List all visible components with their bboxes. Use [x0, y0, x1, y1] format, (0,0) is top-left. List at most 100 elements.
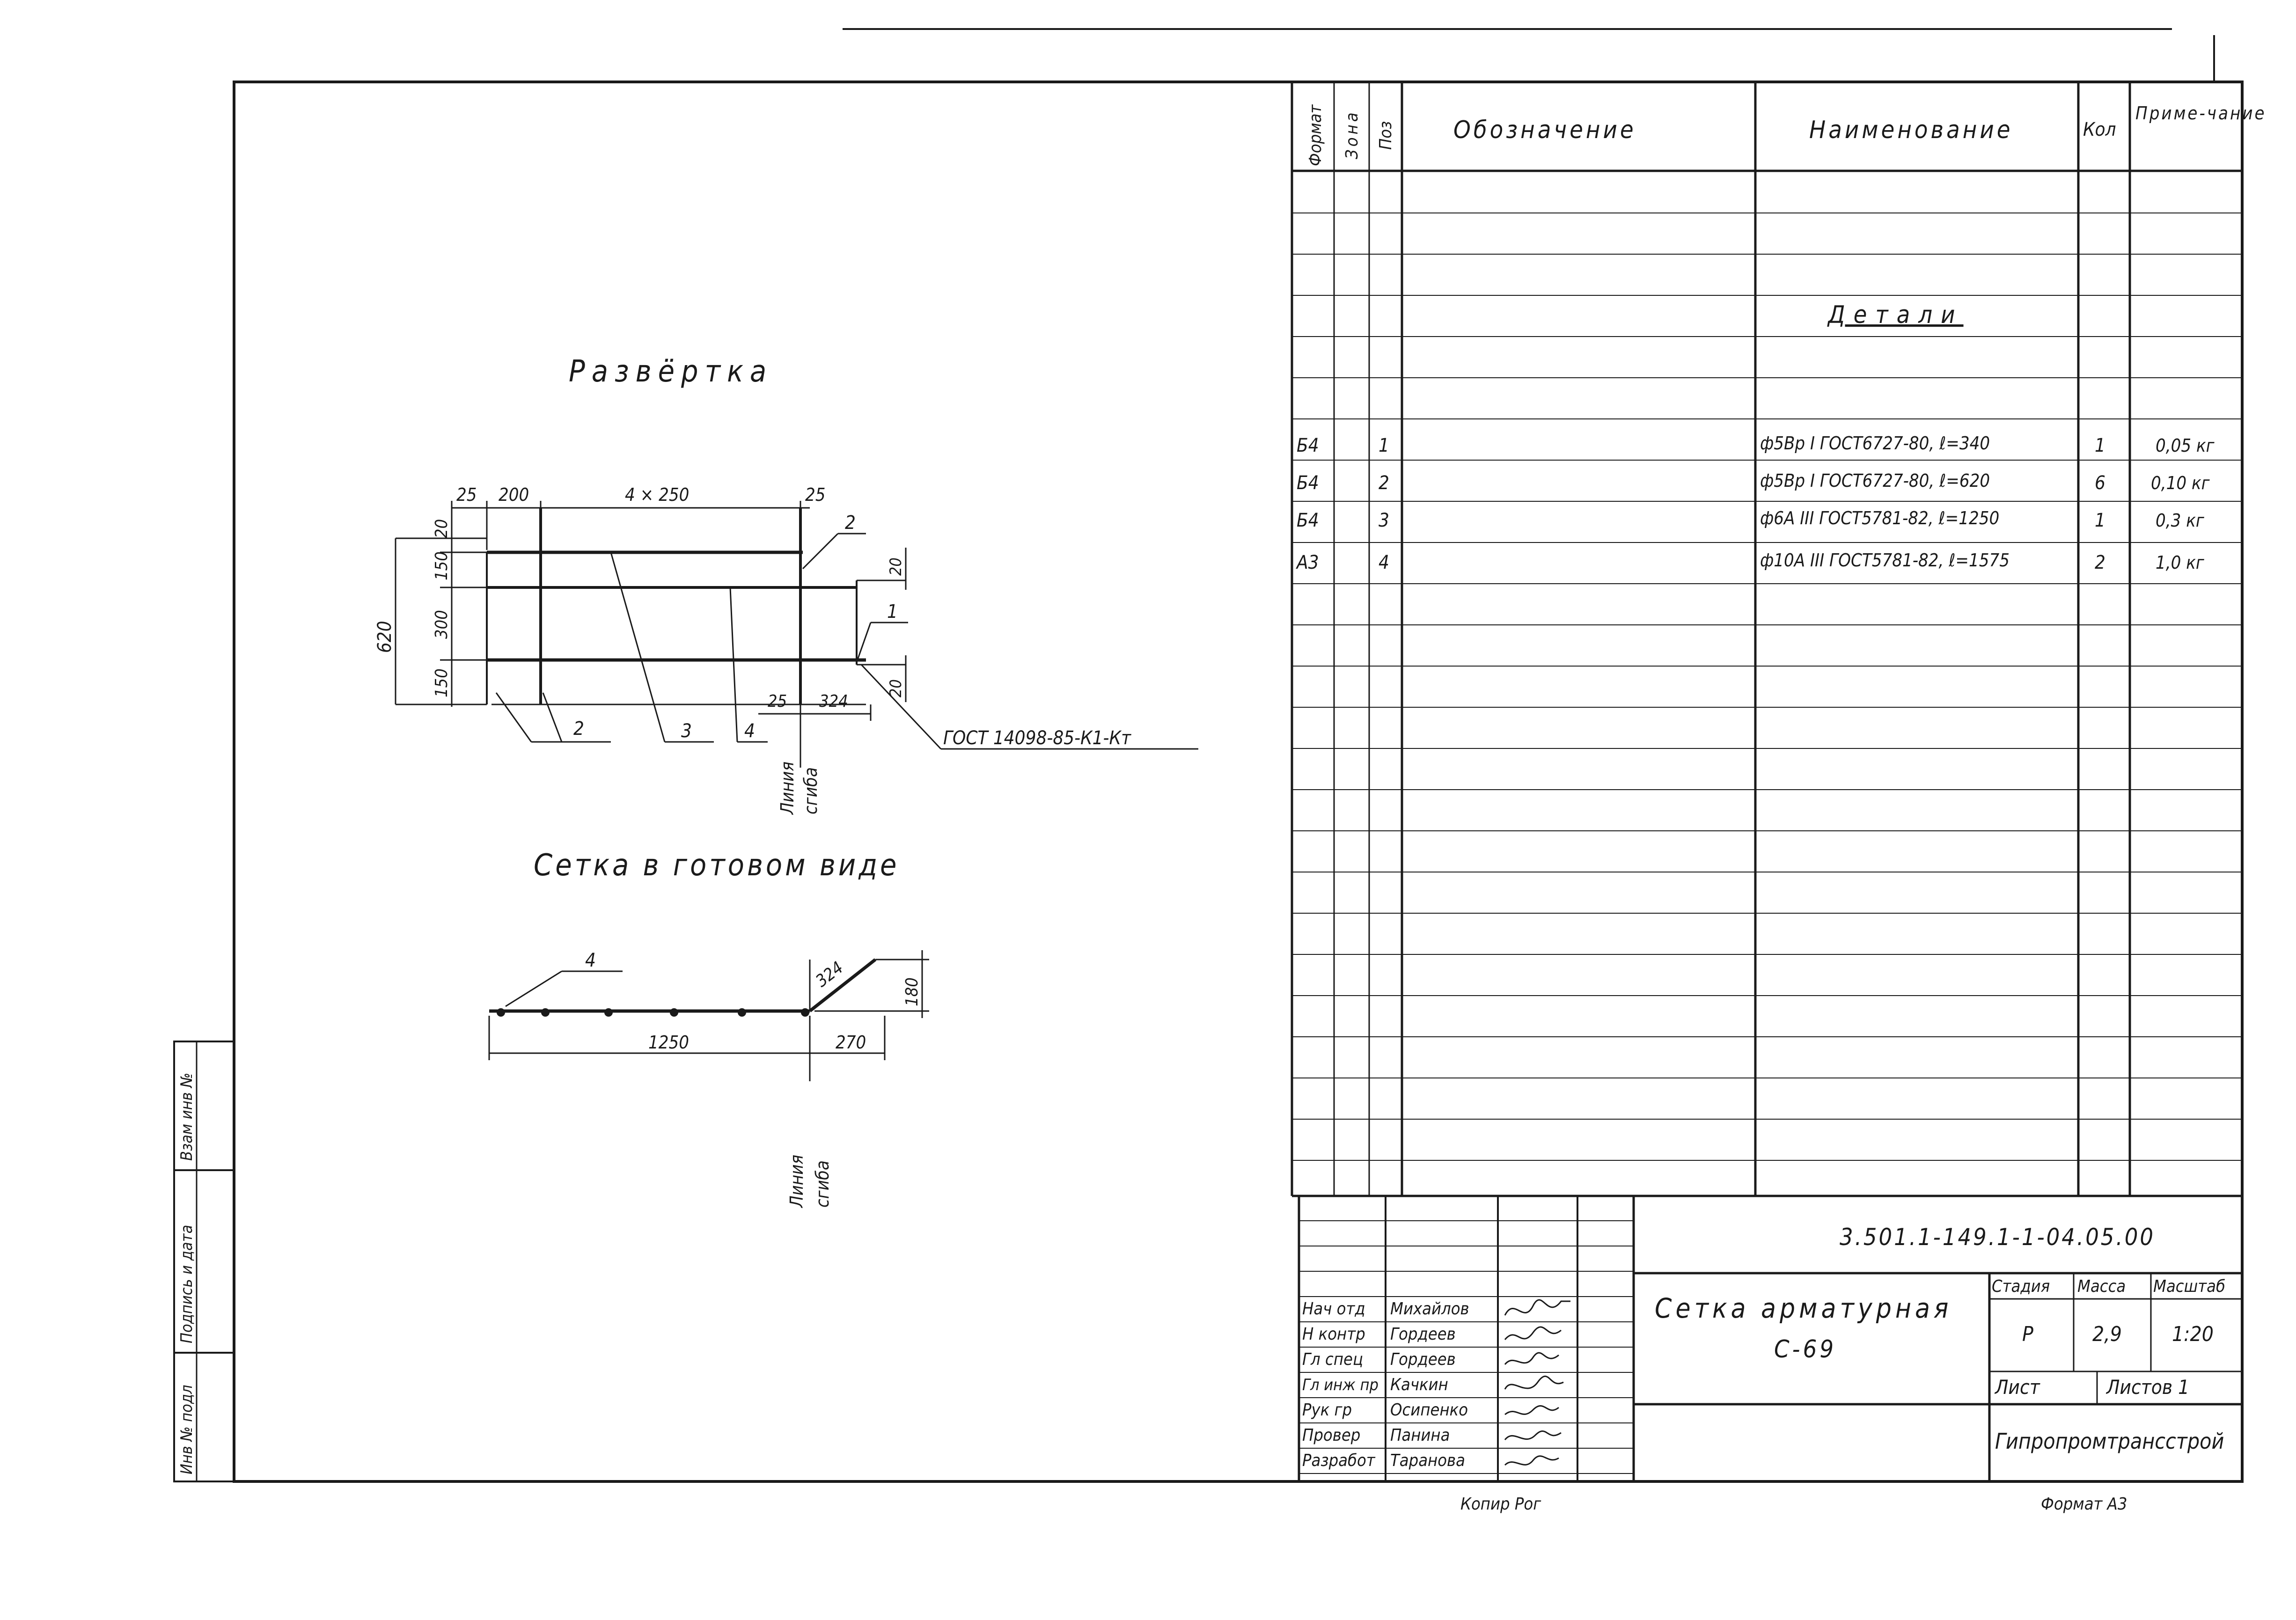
- bend-line-label-2b: сгиба: [812, 1160, 833, 1208]
- row-qty: 1: [2095, 435, 2105, 456]
- role-title: Провер: [1302, 1426, 1360, 1445]
- doc-code: 3.501.1-149.1-1-04.05.00: [1840, 1224, 2155, 1251]
- footer-copied: Копир Рог: [1460, 1495, 1541, 1514]
- spec-row: Б4 3 ф6А III ГОСТ5781-82, ℓ=1250 1 0,3 к…: [1297, 508, 2205, 531]
- row-format: Б4: [1297, 472, 1319, 494]
- ready-mesh-dots: [497, 1008, 809, 1017]
- ready-dim-270: 270: [836, 1032, 866, 1053]
- mass-label: Масса: [2077, 1277, 2126, 1296]
- role-row: Гл инж пр Качкин: [1302, 1375, 1448, 1394]
- footer-format: Формат А3: [2041, 1495, 2127, 1514]
- role-title: Разработ: [1302, 1451, 1376, 1470]
- row-pos: 3: [1379, 510, 1389, 531]
- callout-2-top: 2: [845, 512, 856, 534]
- role-name: Гордеев: [1390, 1325, 1456, 1344]
- gost-note: ГОСТ 14098-85-К1-Кт: [943, 727, 1131, 749]
- role-title: Рук гр: [1302, 1400, 1352, 1420]
- sheet-frame: [233, 28, 2244, 1483]
- header-format: Формат: [1306, 104, 1325, 166]
- dim-bottom-25: 25: [768, 692, 787, 711]
- role-name: Качкин: [1390, 1375, 1448, 1394]
- bend-line-label-2a: Линия: [786, 1155, 807, 1208]
- header-pos: Поз: [1376, 121, 1395, 150]
- callout-1: 1: [887, 601, 898, 623]
- left-binding-stamp: Взам инв № Подпись и дата Инв № подл: [173, 1041, 235, 1482]
- ready-view: Сетка в готовом виде 4 324 180: [488, 848, 929, 1208]
- scale-label: Масштаб: [2153, 1277, 2225, 1296]
- row-name: ф10А III ГОСТ5781-82, ℓ=1575: [1760, 550, 2010, 571]
- stage-label: Стадия: [1992, 1277, 2050, 1296]
- doc-title-1: Сетка арматурная: [1655, 1292, 1952, 1324]
- role-row: Нач отд Михайлов: [1302, 1299, 1469, 1319]
- mass-value: 2,9: [2092, 1322, 2122, 1346]
- doc-title-2: С-69: [1774, 1335, 1836, 1363]
- dim-left-20: 20: [432, 519, 451, 538]
- role-row: Провер Панина: [1302, 1426, 1450, 1445]
- header-name: Наименование: [1809, 116, 2013, 144]
- row-format: Б4: [1297, 510, 1319, 531]
- specification-table: Формат Зона Поз Обозначение Наименование…: [1291, 82, 2267, 1197]
- row-format: Б4: [1297, 435, 1319, 456]
- header-designation: Обозначение: [1453, 116, 1636, 144]
- dim-overall-620: 620: [374, 621, 396, 653]
- ready-callout-4: 4: [585, 950, 596, 971]
- bend-line-label-1a: Линия: [777, 762, 798, 815]
- row-name: ф5Вр I ГОСТ6727-80, ℓ=340: [1760, 433, 1990, 454]
- row-qty: 1: [2095, 510, 2105, 531]
- scale-value: 1:20: [2172, 1322, 2214, 1346]
- ready-dim-1250: 1250: [648, 1032, 689, 1053]
- sheet-label: Лист: [1994, 1376, 2040, 1399]
- razvertka-title: Развёртка: [569, 354, 773, 389]
- ready-dim-180: 180: [902, 977, 922, 1006]
- stage-value: Р: [2022, 1322, 2033, 1346]
- role-row: Н контр Гордеев: [1302, 1325, 1456, 1344]
- dim-top-25b: 25: [805, 484, 826, 505]
- row-name: ф5Вр I ГОСТ6727-80, ℓ=620: [1760, 470, 1990, 491]
- role-row: Разработ Таранова: [1302, 1451, 1465, 1470]
- role-name: Таранова: [1390, 1451, 1465, 1470]
- dim-left-300: 300: [432, 610, 451, 639]
- role-title: Гл инж пр: [1302, 1376, 1379, 1394]
- row-qty: 6: [2095, 472, 2105, 494]
- sheets-label: Листов 1: [2105, 1376, 2189, 1399]
- role-title: Гл спец: [1302, 1350, 1363, 1369]
- section-title: Детали: [1827, 301, 1964, 329]
- callout-2-bottom: 2: [573, 718, 584, 740]
- dim-top-200: 200: [499, 484, 529, 505]
- dim-top-25a: 25: [456, 484, 477, 505]
- row-pos: 2: [1379, 472, 1389, 494]
- role-name: Осипенко: [1390, 1400, 1468, 1420]
- stamp-replace-inv: Взам инв №: [177, 1073, 196, 1161]
- row-note: 0,05 кг: [2156, 435, 2215, 456]
- stamp-signature-date: Подпись и дата: [177, 1225, 196, 1343]
- role-name: Панина: [1390, 1426, 1450, 1445]
- dim-left-150a: 150: [432, 551, 451, 580]
- callout-4: 4: [744, 720, 755, 742]
- row-name: ф6А III ГОСТ5781-82, ℓ=1250: [1760, 508, 1999, 528]
- dim-bottom-324: 324: [819, 692, 848, 711]
- row-qty: 2: [2095, 552, 2105, 573]
- organization: Гипропромтрансстрой: [1995, 1429, 2224, 1454]
- stamp-inv-no: Инв № подл: [177, 1385, 196, 1474]
- row-format: А3: [1296, 552, 1319, 573]
- bend-line-label-1b: сгиба: [800, 767, 821, 814]
- header-note: Приме-чание: [2135, 103, 2267, 124]
- spec-row: А3 4 ф10А III ГОСТ5781-82, ℓ=1575 2 1,0 …: [1296, 550, 2205, 573]
- row-note: 0,3 кг: [2156, 510, 2205, 531]
- role-row: Гл спец Гордеев: [1302, 1350, 1456, 1369]
- header-zone: Зона: [1342, 110, 1362, 159]
- dim-top-4x250: 4 × 250: [625, 484, 689, 505]
- spec-row: Б4 1 ф5Вр I ГОСТ6727-80, ℓ=340 1 0,05 кг: [1297, 433, 2215, 456]
- handwritten-signatures: [1504, 1299, 1570, 1466]
- role-title: Нач отд: [1302, 1299, 1365, 1319]
- callout-3: 3: [681, 720, 692, 742]
- title-block: 3.501.1-149.1-1-04.05.00 Сетка арматурна…: [1298, 1195, 2244, 1483]
- dim-left-150b: 150: [432, 668, 451, 697]
- role-name: Михайлов: [1390, 1299, 1469, 1319]
- role-title: Н контр: [1302, 1325, 1365, 1344]
- dim-right-20a: 20: [887, 557, 905, 576]
- row-pos: 4: [1379, 552, 1389, 573]
- role-name: Гордеев: [1390, 1350, 1456, 1369]
- spec-row: Б4 2 ф5Вр I ГОСТ6727-80, ℓ=620 6 0,10 кг: [1297, 470, 2210, 494]
